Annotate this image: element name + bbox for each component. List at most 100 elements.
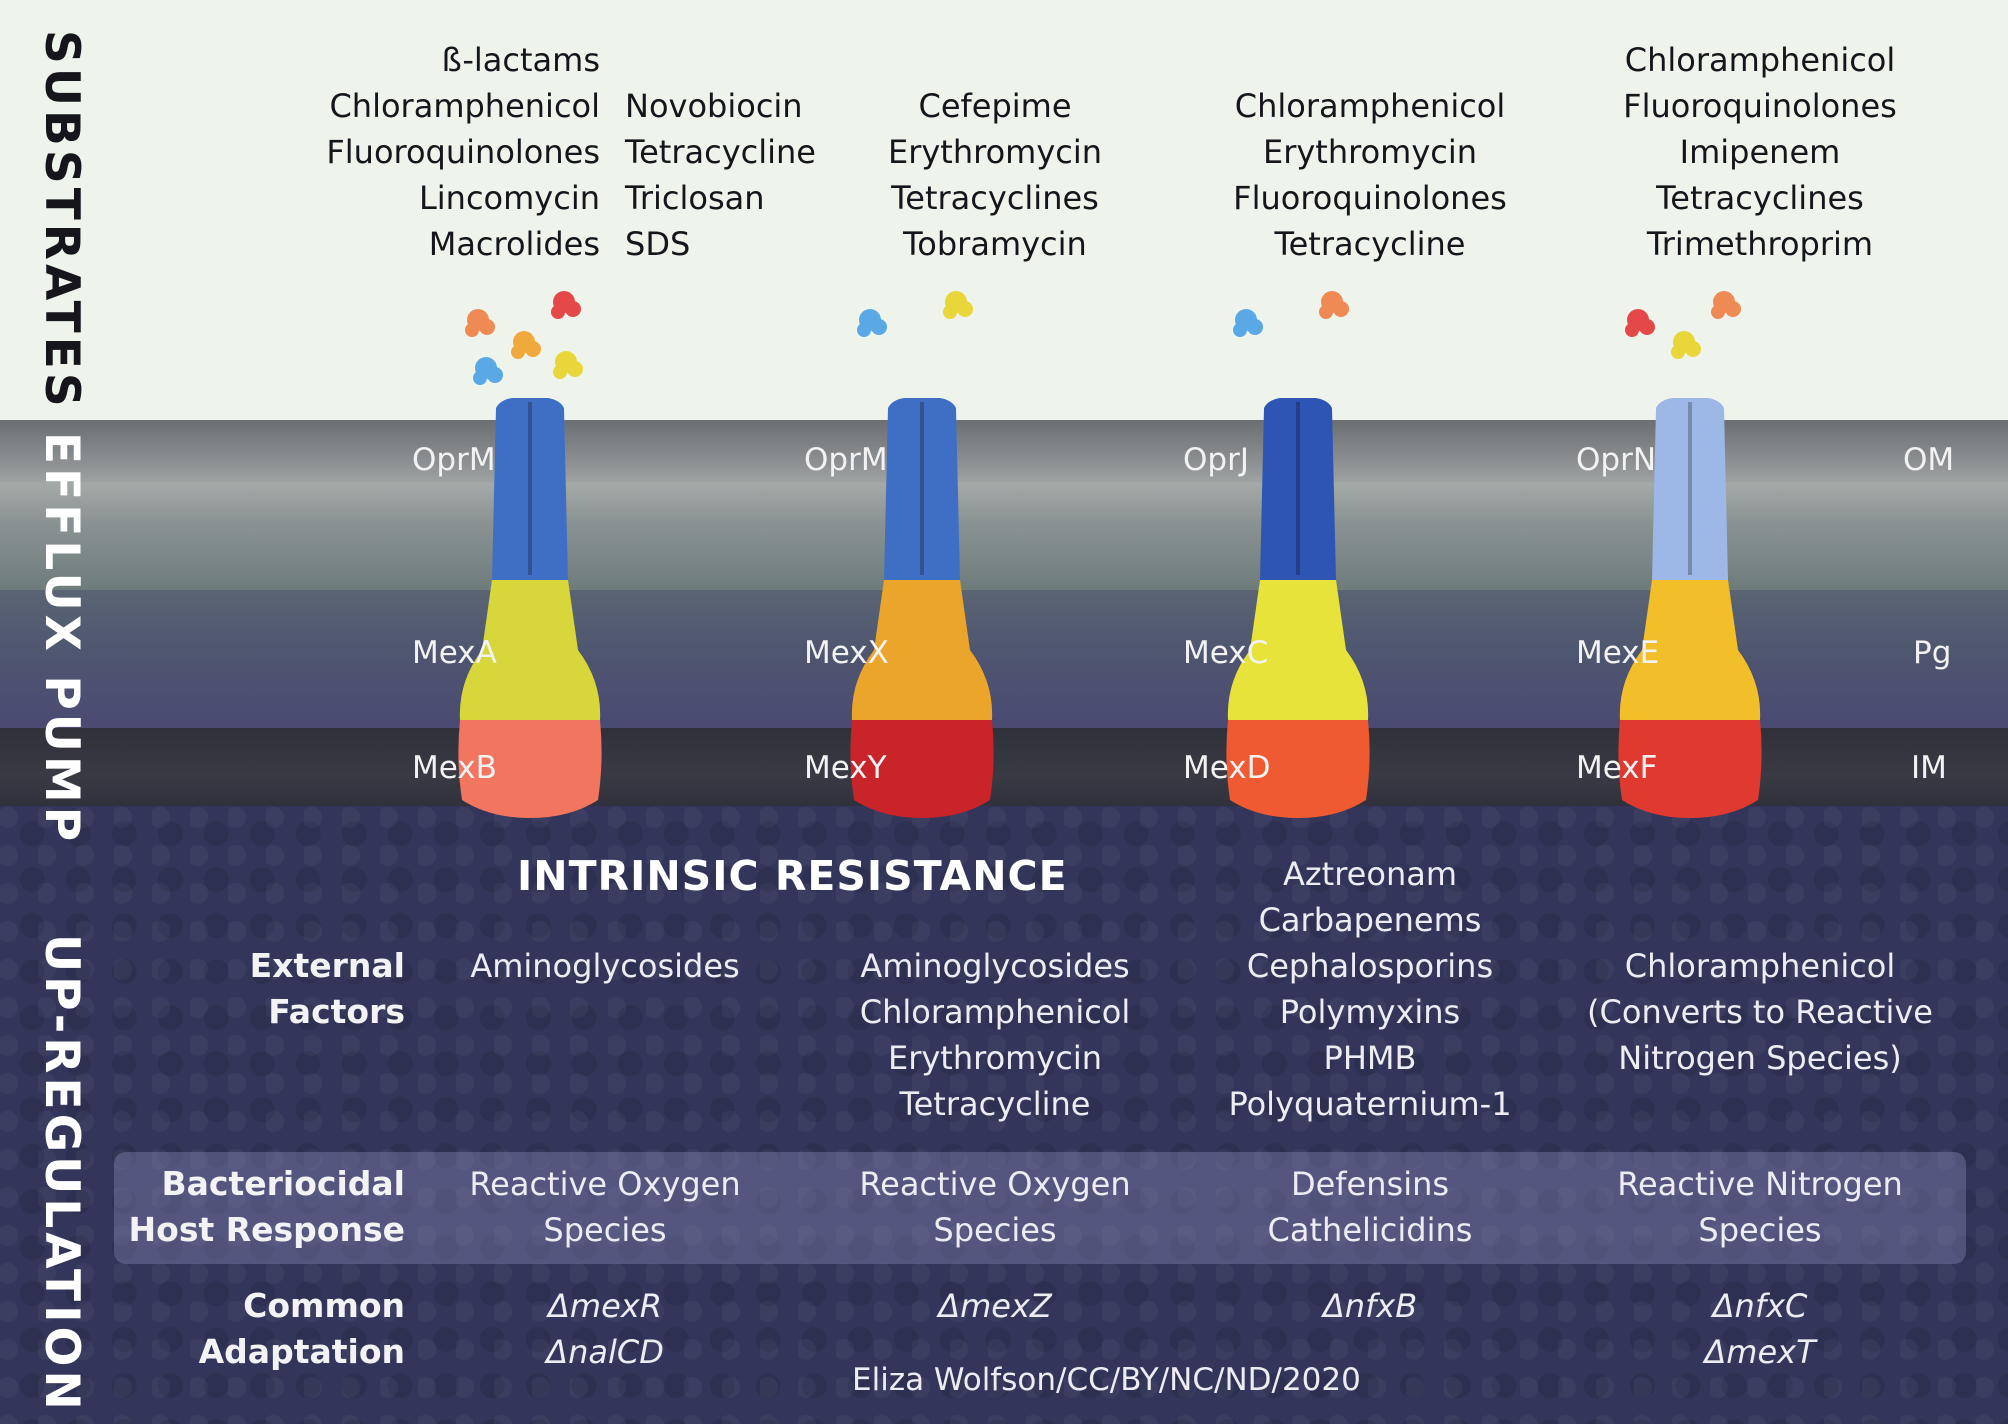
substrate-item: Erythromycin — [1262, 133, 1478, 171]
host-response-item: Defensins — [1290, 1165, 1450, 1203]
external-factor-item: Aztreonam — [1282, 855, 1457, 893]
substrate-item: Cefepime — [918, 87, 1072, 125]
adaptation-pump2: ΔmexZ — [835, 1283, 1155, 1329]
substrate-item: ß-lactams — [441, 41, 600, 79]
external-factor-item: Nitrogen Species) — [1618, 1039, 1902, 1077]
row-head-line: Bacteriocidal — [161, 1164, 405, 1203]
external-factors-pump1: Aminoglycosides — [440, 943, 770, 989]
substrate-item: Fluoroquinolones — [1233, 179, 1507, 217]
host-response-item: Cathelicidins — [1267, 1211, 1473, 1249]
rnd-transporter — [1226, 720, 1370, 818]
adaptation-item: ΔmexR — [548, 1287, 662, 1325]
substrate-molecule — [943, 291, 973, 319]
cytoplasm-region — [0, 806, 2008, 1424]
row-head-line: Host Response — [128, 1210, 405, 1249]
substrate-item: Chloramphenicol — [1624, 41, 1896, 79]
substrates-pump1-right: Novobiocin Tetracycline Triclosan SDS — [625, 83, 855, 267]
label-om-protein-4: OprN — [1576, 442, 1657, 478]
substrate-molecule — [1319, 291, 1349, 319]
host-response-item: Reactive Oxygen — [469, 1165, 741, 1203]
substrates-pump2: Cefepime Erythromycin Tetracyclines Tobr… — [850, 83, 1140, 267]
substrate-item: Triclosan — [625, 179, 765, 217]
substrate-item: Imipenem — [1679, 133, 1841, 171]
substrates-pump4: Chloramphenicol Fluoroquinolones Imipene… — [1600, 37, 1920, 267]
external-factor-item: Aminoglycosides — [860, 947, 1130, 985]
host-response-pump1: Reactive Oxygen Species — [440, 1161, 770, 1253]
external-factor-item: PHMB — [1323, 1039, 1417, 1077]
substrate-item: Chloramphenicol — [1234, 87, 1506, 125]
substrates-pump3: Chloramphenicol Erythromycin Fluoroquino… — [1210, 83, 1530, 267]
substrate-molecule — [473, 357, 503, 385]
label-om-protein-3: OprJ — [1183, 442, 1249, 478]
outer-membrane-channel — [884, 398, 960, 580]
external-factor-item: Chloramphenicol — [859, 993, 1131, 1031]
row-head-external-factors: External Factors — [150, 943, 405, 1035]
host-response-item: Species — [933, 1211, 1057, 1249]
row-head-common-adaptation: Common Adaptation — [150, 1283, 405, 1375]
row-head-host-response: Bacteriocidal Host Response — [100, 1161, 405, 1253]
section-label-up-regulation: UP-REGULATION — [34, 934, 89, 1414]
host-response-item: Reactive Oxygen — [859, 1165, 1131, 1203]
external-factor-item: Polyquaternium-1 — [1228, 1085, 1512, 1123]
label-rnd-protein-1: MexB — [412, 750, 497, 786]
outer-membrane-channel — [492, 398, 568, 580]
external-factor-item: Chloramphenicol — [1624, 947, 1896, 985]
external-factor-item: Aminoglycosides — [470, 947, 740, 985]
outer-membrane-channel — [1260, 398, 1336, 580]
substrate-item: Tetracyclines — [891, 179, 1099, 217]
external-factors-pump2: Aminoglycosides Chloramphenicol Erythrom… — [835, 943, 1155, 1127]
row-head-line: Factors — [268, 992, 405, 1031]
image-credit: Eliza Wolfson/CC/BY/NC/ND/2020 — [852, 1362, 1361, 1398]
adaptation-pump3: ΔnfxB — [1200, 1283, 1540, 1329]
host-response-item: Species — [543, 1211, 667, 1249]
host-response-pump4: Reactive Nitrogen Species — [1560, 1161, 1960, 1253]
external-factors-pump4: Chloramphenicol (Converts to Reactive Ni… — [1560, 943, 1960, 1081]
substrate-item: Fluoroquinolones — [326, 133, 600, 171]
rnd-transporter — [458, 720, 602, 818]
outer-membrane-channel — [1652, 398, 1728, 580]
row-head-line: External — [249, 946, 405, 985]
substrate-molecule — [511, 331, 541, 359]
label-mfp-protein-3: MexC — [1183, 635, 1269, 671]
host-response-item: Reactive Nitrogen — [1617, 1165, 1903, 1203]
label-om-protein-2: OprM — [804, 442, 888, 478]
host-response-pump2: Reactive Oxygen Species — [835, 1161, 1155, 1253]
adaptation-pump4: ΔnfxC ΔmexT — [1560, 1283, 1960, 1375]
host-response-item: Species — [1698, 1211, 1822, 1249]
substrate-molecule — [1625, 309, 1655, 337]
membrane-fusion-protein — [1619, 580, 1761, 720]
substrate-item: Fluoroquinolones — [1623, 87, 1897, 125]
substrate-molecule — [1233, 309, 1263, 337]
label-rnd-protein-2: MexY — [804, 750, 887, 786]
label-mfp-protein-1: MexA — [412, 635, 497, 671]
pump-graphic — [850, 291, 994, 818]
rnd-transporter — [850, 720, 994, 818]
substrate-item: Tobramycin — [903, 225, 1087, 263]
external-factor-item: Erythromycin — [887, 1039, 1103, 1077]
substrate-molecule — [553, 351, 583, 379]
substrate-item: Novobiocin — [625, 87, 803, 125]
substrate-molecule — [465, 309, 495, 337]
section-label-efflux-pump: EFFLUX PUMP — [34, 432, 89, 846]
label-rnd-protein-4: MexF — [1576, 750, 1658, 786]
substrate-item: Trimethroprim — [1646, 225, 1874, 263]
label-inner-membrane: IM — [1911, 750, 1947, 786]
external-factor-item: Polymyxins — [1279, 993, 1461, 1031]
host-response-band — [114, 1152, 1966, 1264]
membrane-fusion-protein — [459, 580, 601, 720]
substrate-item: Tetracyclines — [1656, 179, 1864, 217]
pump-graphic — [1618, 291, 1762, 818]
substrate-molecule — [551, 291, 581, 319]
substrate-item: Tetracycline — [625, 133, 816, 171]
substrate-item: Lincomycin — [418, 179, 600, 217]
external-factor-item: Carbapenems — [1258, 901, 1482, 939]
intrinsic-resistance-title: INTRINSIC RESISTANCE — [517, 852, 1068, 900]
adaptation-item: ΔnfxC — [1712, 1287, 1808, 1325]
pump-graphic — [1226, 291, 1370, 818]
label-outer-membrane: OM — [1903, 442, 1955, 478]
row-head-line: Common — [243, 1286, 405, 1325]
rnd-transporter — [1618, 720, 1762, 818]
substrate-item: Macrolides — [428, 225, 600, 263]
label-rnd-protein-3: MexD — [1183, 750, 1271, 786]
substrate-molecule — [1671, 331, 1701, 359]
